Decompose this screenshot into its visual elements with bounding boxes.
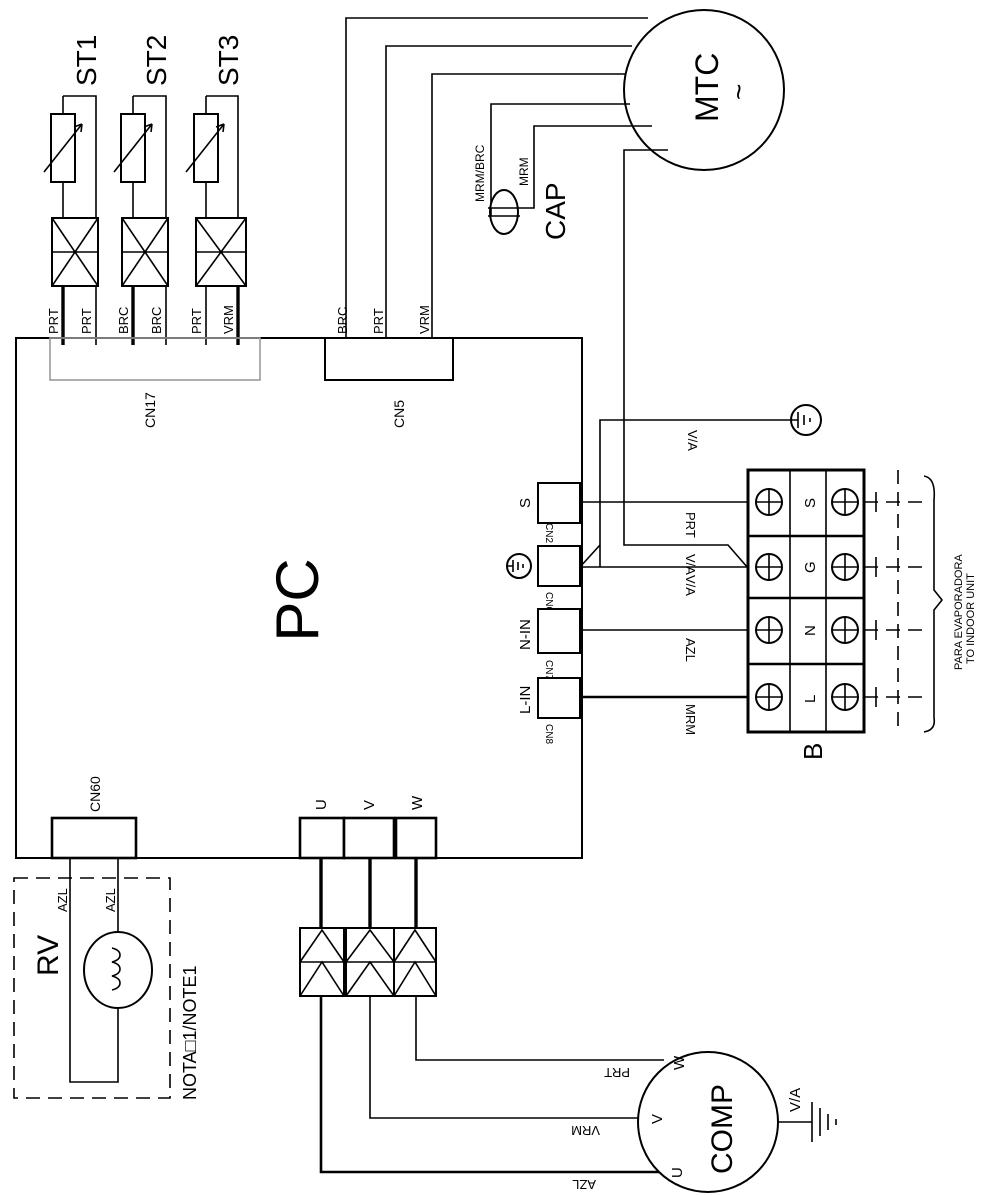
- terminal-block: S G N L B: [746, 468, 866, 760]
- cn17-connector: [49, 337, 261, 381]
- cn60-connector: [50, 816, 138, 860]
- connector-cn7: N-IN CN7: [517, 608, 581, 680]
- cn17-wire-2: PRT: [79, 308, 94, 334]
- reversing-valve-label: RV: [32, 935, 65, 976]
- cn5-wire-brc: BRC: [335, 307, 350, 334]
- sensor-st2-label: ST2: [141, 35, 172, 86]
- sensor-st1-label: ST1: [71, 35, 102, 86]
- cn17-label: CN17: [142, 392, 158, 428]
- cn2-label: CN2: [543, 523, 554, 543]
- destination-line-2: TO INDOOR UNIT: [965, 573, 977, 664]
- sensor-st1: ST1: [43, 35, 102, 218]
- uvw-label-u: U: [313, 799, 330, 810]
- cn17-wire-4: BRC: [149, 307, 164, 334]
- sensor-st3-label: ST3: [213, 35, 244, 86]
- capacitor-wire-2: MRM: [517, 157, 531, 186]
- cn7-pin: N-IN: [517, 619, 534, 650]
- terminal-block-label: B: [798, 743, 828, 760]
- wire-va-1: V/A: [683, 554, 698, 575]
- reversing-valve: AZL AZL RV NOTA□1/NOTE1: [32, 858, 200, 1100]
- wire-azl: AZL: [683, 638, 698, 662]
- uvw-label-v: V: [361, 800, 378, 810]
- cn60-wire-2: AZL: [103, 888, 118, 912]
- fan-motor-symbol: ~: [723, 84, 754, 100]
- cn8-label: CN8: [543, 724, 554, 744]
- sensor-st3: ST3: [185, 35, 244, 218]
- compressor-ground: V/A: [778, 1088, 837, 1142]
- cn17-wire-1: PRT: [46, 308, 61, 334]
- cn17-wire-5: PRT: [189, 308, 204, 334]
- cn2-pin: S: [517, 498, 534, 508]
- compressor-wires: AZL VRM PRT: [319, 996, 668, 1192]
- fan-motor-label: MTC: [689, 53, 725, 122]
- uvw-connectors: U V W: [298, 795, 438, 860]
- terminal-l: L: [802, 695, 819, 703]
- compressor: COMP U V W: [637, 1051, 779, 1193]
- cn8-pin: L-IN: [517, 686, 534, 714]
- main-board-label: PC: [264, 558, 331, 641]
- compressor-terminal-v: V: [649, 1114, 666, 1124]
- connector-cn8: L-IN CN8: [517, 677, 581, 744]
- cn5-wires: BRC PRT VRM: [335, 17, 648, 338]
- reversing-valve-note: NOTA□1/NOTE1: [180, 965, 200, 1100]
- compressor-label: COMP: [706, 1084, 739, 1174]
- reversing-valve-frame: [13, 877, 171, 1099]
- cn6-label: CN6: [543, 592, 554, 612]
- comp-wire-vrm: VRM: [571, 1123, 600, 1138]
- ground-wire-label: V/A: [685, 430, 700, 451]
- motor-ground-wire: [623, 149, 749, 569]
- fan-motor: MTC ~: [623, 9, 785, 171]
- terminal-s: S: [802, 498, 819, 508]
- terminal-g: G: [802, 561, 819, 573]
- cn7-label: CN7: [543, 660, 554, 680]
- cn17-wires: PRT PRT BRC BRC PRT VRM: [46, 286, 240, 345]
- comp-wire-azl: AZL: [572, 1177, 596, 1192]
- cn5-wire-prt: PRT: [371, 308, 386, 334]
- cn60-wire-1: AZL: [55, 888, 70, 912]
- destination-line-1: PARA EVAPORADORA: [953, 554, 965, 670]
- terminal-wires: PRT V/A V/A AZL MRM: [579, 501, 748, 735]
- cn17-wire-6: VRM: [221, 305, 236, 334]
- wire-va-2: V/A: [683, 575, 698, 596]
- capacitor-label: CAP: [540, 182, 571, 240]
- cn5-label: CN5: [391, 400, 407, 428]
- capacitor: MRM/BRC MRM CAP: [473, 103, 652, 240]
- cn5-wire-vrm: VRM: [417, 305, 432, 334]
- connector-cn6: CN6: [506, 545, 581, 612]
- sensor-st2: ST2: [113, 35, 172, 218]
- uvw-label-w: W: [409, 795, 426, 810]
- compressor-ground-label: V/A: [787, 1088, 804, 1112]
- compressor-terminal-w: W: [671, 1055, 688, 1070]
- ground-symbol: V/A: [599, 404, 822, 567]
- cn60-label: CN60: [87, 776, 103, 812]
- terminal-n: N: [802, 625, 819, 636]
- connector-cn2: S CN2: [517, 482, 581, 543]
- comp-wire-prt: PRT: [604, 1065, 630, 1080]
- main-board: [15, 337, 583, 859]
- cn17-wire-3: BRC: [116, 307, 131, 334]
- cn5-connector: [324, 337, 454, 381]
- compressor-plugs: [299, 858, 437, 997]
- wire-mrm: MRM: [683, 704, 698, 735]
- sensor-plugs: [51, 217, 247, 287]
- capacitor-wire-1: MRM/BRC: [473, 144, 487, 202]
- compressor-terminal-u: U: [669, 1167, 686, 1178]
- indoor-unit-wires: PARA EVAPORADORA TO INDOOR UNIT: [864, 470, 977, 733]
- wire-prt: PRT: [683, 512, 698, 538]
